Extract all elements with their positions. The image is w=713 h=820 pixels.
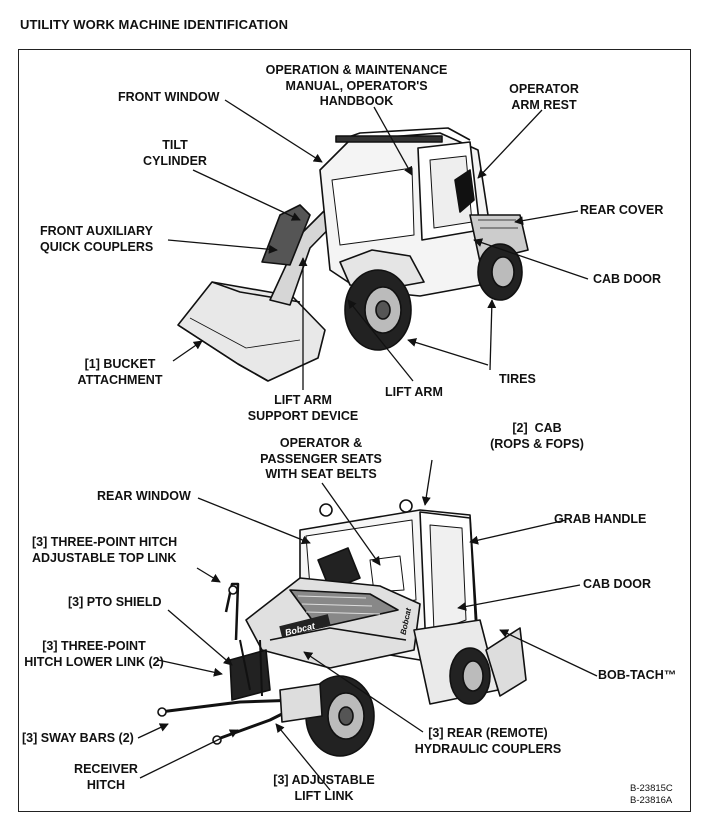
label-sway-bars: [3] SWAY BARS (2) bbox=[22, 731, 134, 745]
top-leader-lines bbox=[167, 99, 589, 390]
label-cab-door-top: CAB DOOR bbox=[593, 272, 662, 286]
label-tires: TIRES bbox=[499, 372, 536, 386]
label-lift-arm: LIFT ARM bbox=[385, 385, 443, 399]
label-tilt-cylinder: TILT CYLINDER bbox=[143, 138, 207, 168]
label-operator-arm-rest: OPERATOR ARM REST bbox=[509, 82, 579, 112]
label-three-point-hitch-lower-link: [3] THREE-POINT HITCH LOWER LINK (2) bbox=[24, 639, 164, 669]
page-title: UTILITY WORK MACHINE IDENTIFICATION bbox=[20, 17, 289, 32]
label-bucket-attachment: [1] BUCKET ATTACHMENT bbox=[77, 357, 163, 387]
label-rear-window: REAR WINDOW bbox=[97, 489, 191, 503]
label-three-point-hitch-top-link: [3] THREE-POINT HITCH ADJUSTABLE TOP LIN… bbox=[32, 535, 178, 565]
label-operator-passenger-seats: OPERATOR & PASSENGER SEATS WITH SEAT BEL… bbox=[260, 436, 382, 481]
label-grab-handle: GRAB HANDLE bbox=[554, 512, 647, 526]
figure-reference-numbers: B-23815C B-23816A bbox=[630, 783, 673, 806]
label-front-window: FRONT WINDOW bbox=[118, 90, 220, 104]
bottom-machine-drawing bbox=[157, 499, 527, 757]
top-machine-drawing bbox=[177, 127, 529, 382]
label-operation-manual: OPERATION & MAINTENANCE MANUAL, OPERATOR… bbox=[265, 63, 448, 108]
label-front-auxiliary-quick-couplers: FRONT AUXILIARY QUICK COUPLERS bbox=[40, 224, 154, 254]
label-bob-tach: BOB-TACH™ bbox=[598, 668, 677, 682]
figure-frame bbox=[18, 49, 691, 812]
label-cab-rops-fops: [2] CAB (ROPS & FOPS) bbox=[490, 421, 584, 451]
label-adjustable-lift-link: [3] ADJUSTABLE LIFT LINK bbox=[273, 773, 375, 803]
label-lift-arm-support-device: LIFT ARM SUPPORT DEVICE bbox=[247, 393, 359, 423]
label-rear-cover: REAR COVER bbox=[580, 203, 664, 217]
bottom-leader-lines bbox=[137, 459, 598, 791]
label-rear-remote-hydraulic-couplers: [3] REAR (REMOTE) HYDRAULIC COUPLERS bbox=[414, 726, 562, 756]
label-pto-shield: [3] PTO SHIELD bbox=[68, 595, 162, 609]
label-receiver-hitch: RECEIVER HITCH bbox=[74, 762, 138, 792]
label-cab-door-bottom: CAB DOOR bbox=[583, 577, 652, 591]
